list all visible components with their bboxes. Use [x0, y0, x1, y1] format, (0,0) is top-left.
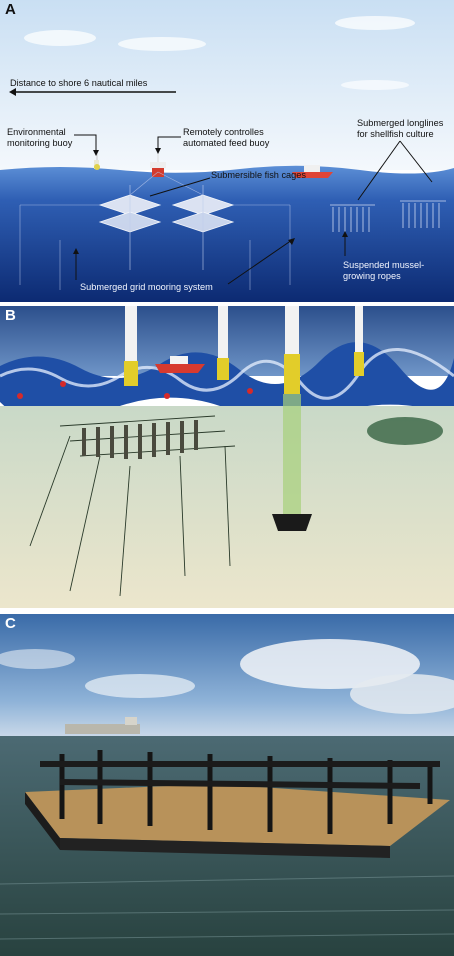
feed-buoy-label-1: Remotely controlles [183, 127, 264, 137]
mussel-ropes-label-1: Suspended mussel- [343, 260, 425, 270]
mussel-clusters [82, 420, 198, 459]
environmental-buoy-icon [94, 153, 100, 170]
panel-b-model-photo: B [0, 306, 454, 608]
longlines-label-2: for shellfish culture [357, 129, 434, 139]
aquaculture-raft [25, 750, 450, 858]
env-buoy-label-2: monitoring buoy [7, 138, 73, 148]
panel-letter: A [5, 1, 16, 18]
mussel-longline-right [400, 200, 446, 228]
field-photo [0, 614, 454, 956]
panel-letter: C [5, 615, 16, 632]
panel-letter: B [5, 307, 16, 324]
fish-cage-net [367, 417, 443, 445]
distance-label: Distance to shore 6 nautical miles [10, 78, 148, 88]
fish-cage-left [98, 185, 162, 270]
fish-cages-label: Submersible fish cages [211, 170, 306, 180]
panel-c-field-photo: C [0, 614, 454, 956]
cloud [240, 639, 420, 689]
boat-icon [155, 356, 205, 373]
mooring-label: Submerged grid mooring system [80, 282, 213, 292]
env-buoy-label-1: Environmental [7, 127, 66, 137]
mussel-ropes-label-2: growing ropes [343, 271, 401, 281]
cloud [118, 37, 206, 51]
boat-icon [292, 165, 333, 178]
cloud [85, 674, 195, 698]
wind-turbine-pile [125, 306, 363, 366]
turbine-yellow-section [124, 352, 364, 394]
cloud [350, 674, 454, 714]
cloud [0, 649, 75, 669]
schematic-illustration [0, 0, 454, 302]
cloud [24, 30, 96, 46]
longlines-label-1: Submerged longlines [357, 118, 444, 128]
mussel-longline-left [330, 204, 375, 232]
ship-icon [65, 717, 140, 734]
model-illustration [0, 306, 454, 608]
cloud [341, 80, 409, 90]
panel-a-schematic: A Distance to shore 6 nautical miles Env… [0, 0, 454, 302]
fish-cage-right [171, 185, 235, 270]
cloud [335, 16, 415, 30]
feed-buoy-label-2: automated feed buoy [183, 138, 270, 148]
